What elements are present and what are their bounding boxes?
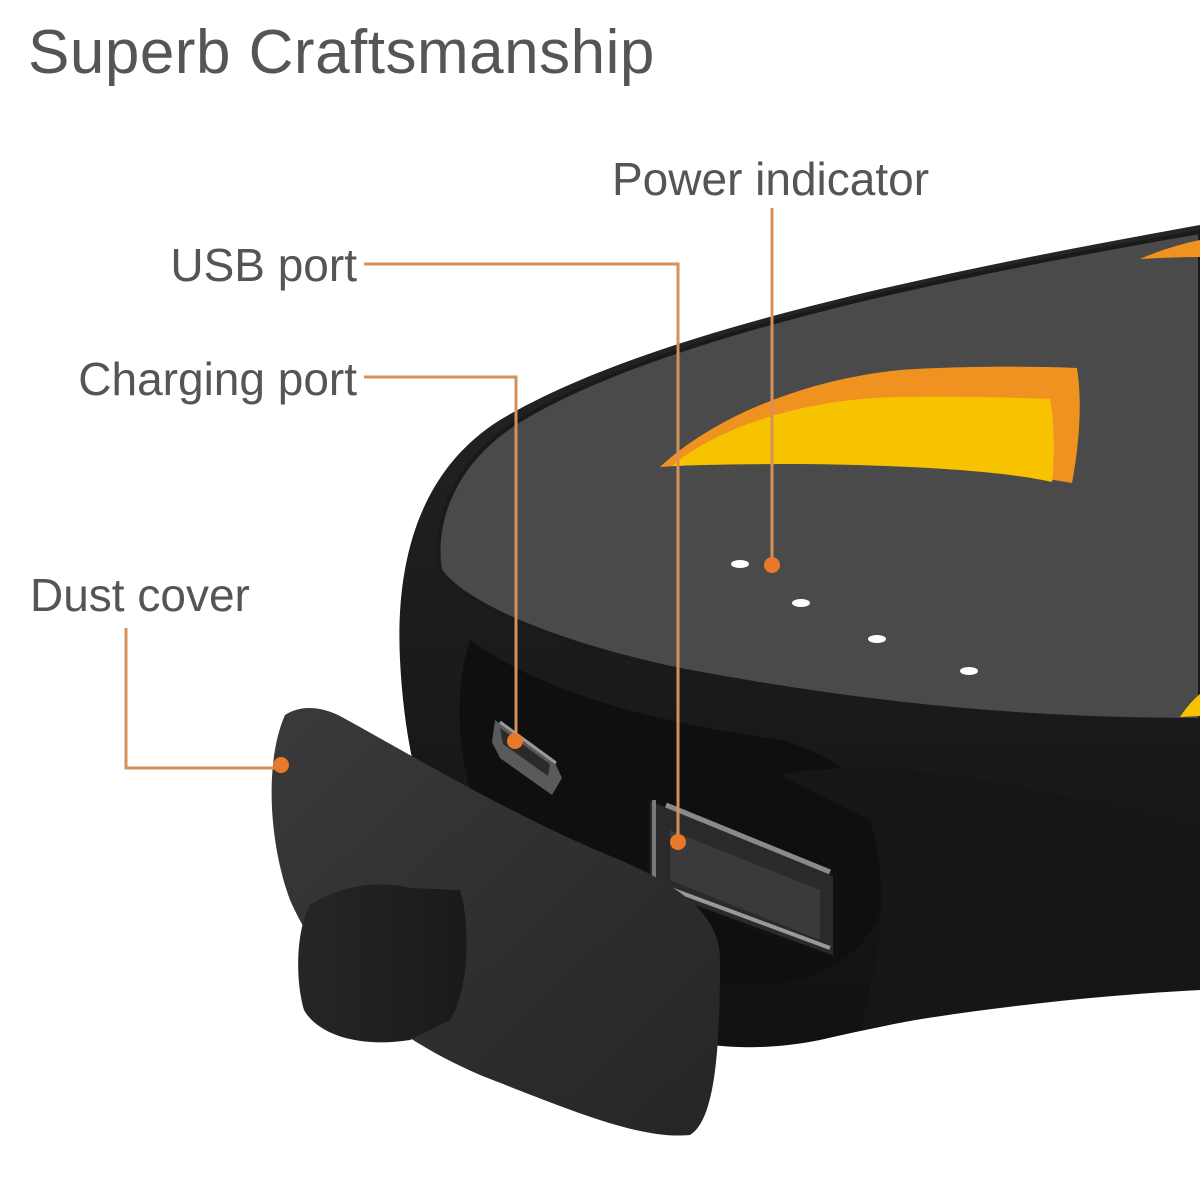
page-title: Superb Craftsmanship [28,18,655,87]
dust-cover-knob [298,884,467,1043]
led-3 [868,635,886,643]
leader-charging [364,375,518,740]
callout-leader-lines [124,208,774,842]
callout-label-dust-cover: Dust cover [30,569,250,621]
callout-dot-charging [507,733,523,749]
led-2 [792,599,810,607]
callout-label-usb-port: USB port [170,239,357,291]
leader-usb [364,262,680,842]
decorative-accent-graphic [660,240,1200,717]
device-top-face [436,229,1200,723]
usb-port [646,795,837,961]
callout-label-power-indicator: Power indicator [612,153,930,205]
led-4 [960,667,978,675]
power-indicator-leds [731,560,978,675]
leader-dust [124,628,280,770]
callout-dot-usb [670,834,686,850]
dust-cover [271,707,720,1136]
callout-label-charging-port: Charging port [78,353,357,405]
callout-dot-dust [273,757,289,773]
callout-dot-power [764,557,780,573]
led-1 [731,560,749,568]
callout-dots [273,557,780,850]
